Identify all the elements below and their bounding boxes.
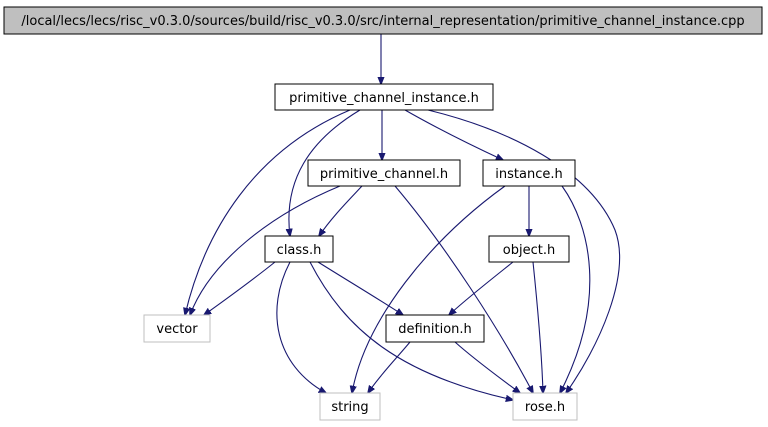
node-label: primitive_channel.h (320, 167, 448, 182)
node-label: definition.h (398, 322, 472, 337)
node-label: rose.h (525, 400, 565, 415)
node-class-h[interactable]: class.h (264, 235, 334, 263)
edge-class-definition (317, 261, 403, 315)
edge-pci-instance (404, 109, 503, 160)
node-label: string (331, 400, 368, 415)
node-rose-h[interactable]: rose.h (512, 392, 578, 421)
node-definition-h[interactable]: definition.h (385, 314, 485, 343)
edge-instance-rose (560, 185, 591, 393)
edge-pci-rose (427, 109, 620, 393)
edge-pc-vector (190, 185, 341, 315)
node-string[interactable]: string (319, 392, 381, 421)
node-root-file[interactable]: /local/lecs/lecs/risc_v0.3.0/sources/bui… (3, 6, 763, 35)
node-primitive-channel-instance-h[interactable]: primitive_channel_instance.h (274, 83, 494, 111)
node-object-h[interactable]: object.h (488, 235, 570, 263)
node-label: object.h (503, 243, 555, 258)
node-root-label: /local/lecs/lecs/risc_v0.3.0/sources/bui… (21, 14, 744, 29)
node-label: primitive_channel_instance.h (289, 91, 479, 106)
node-label: instance.h (495, 167, 562, 182)
node-primitive-channel-h[interactable]: primitive_channel.h (307, 159, 461, 187)
edge-object-rose (532, 261, 543, 393)
edge-pci-class (289, 109, 361, 236)
edge-pci-vector (185, 109, 351, 315)
node-label: class.h (277, 243, 322, 258)
edge-class-vector (204, 261, 276, 315)
edge-definition-rose (454, 341, 520, 393)
edge-pc-rose (394, 185, 533, 393)
edge-object-definition (449, 261, 514, 315)
edge-class-string (276, 261, 326, 393)
node-instance-h[interactable]: instance.h (482, 159, 576, 187)
node-vector[interactable]: vector (143, 314, 211, 343)
edge-definition-string (368, 341, 411, 393)
edges (185, 34, 620, 400)
edge-class-rose (309, 261, 513, 400)
node-label: vector (156, 322, 198, 337)
edge-instance-string (352, 185, 506, 393)
edge-pc-class (319, 185, 363, 236)
